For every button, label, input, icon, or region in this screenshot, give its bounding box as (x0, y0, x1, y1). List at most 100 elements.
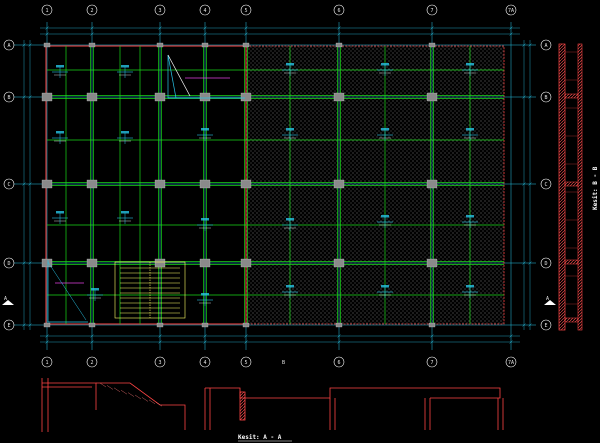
dimension-tick-1-5 (337, 32, 341, 36)
rebar-annotation-tag (381, 285, 389, 288)
grid-bubble-label: 3 (158, 360, 161, 366)
column-7 (41, 92, 53, 102)
grid-bubble-circle (154, 4, 166, 16)
section-b-b-title: Kesit: B - B (592, 166, 599, 210)
dimension-tick-v-1-0 (28, 43, 32, 47)
rebar-annotation-9 (377, 128, 393, 141)
dimension-tick-1-1 (90, 32, 94, 36)
rebar-annotation-5 (52, 131, 68, 144)
section-a-stair-hatch-8 (155, 402, 163, 407)
grid-bubble-label: 7 (430, 8, 433, 14)
rebar-annotation-1 (117, 65, 133, 78)
rebar-annotation-13 (197, 218, 213, 231)
rebar-annotation-10 (462, 128, 478, 141)
column-12 (333, 92, 345, 102)
rebar-annotation-7 (197, 128, 213, 141)
dimension-tick-2-5 (337, 334, 341, 338)
grid-bubble-circle (540, 39, 552, 51)
dimension-tick-v-0-0 (22, 43, 26, 47)
dimension-tick-2-2 (158, 334, 162, 338)
column-16 (154, 179, 166, 189)
grid-bubble-circle (505, 356, 517, 368)
rebar-annotation-6 (117, 131, 133, 144)
section-b-slab-0 (564, 93, 579, 99)
grid-bubble-circle (41, 356, 53, 368)
grid-bubble-row-D-left: D (3, 257, 15, 269)
dimension-tick-v-3-2 (528, 182, 532, 186)
grid-bubble-circle (199, 4, 211, 16)
grid-bubble-label: 2 (90, 360, 93, 366)
rebar-annotation-19 (282, 285, 298, 298)
section-mark-a-right: A (546, 296, 549, 302)
grid-bubble-circle (3, 178, 15, 190)
rebar-annotation-2 (282, 63, 298, 76)
grid-bubble-col-1-bottom: 1 (41, 356, 53, 368)
grid-bubble-col-7-bottom: 7 (426, 356, 438, 368)
dimension-tick-v-2-2 (522, 182, 526, 186)
opening-triangle (167, 54, 245, 99)
grid-bubble-circle (540, 178, 552, 190)
section-a-stair-hatch-5 (134, 394, 142, 400)
dimension-tick-v-3-0 (528, 43, 532, 47)
left-diagonal-detail-2 (47, 261, 87, 321)
grid-bubble-circle (333, 4, 345, 16)
dimension-tick-0-1 (90, 26, 94, 30)
rebar-annotation-0 (52, 65, 68, 78)
grid-bubble-circle (86, 356, 98, 368)
section-mark-b-bottom: B (282, 360, 285, 366)
grid-bubble-row-C-left: C (3, 178, 15, 190)
rebar-annotation-tag (201, 293, 209, 296)
dimension-tick-v-2-0 (522, 43, 526, 47)
column-11 (240, 92, 252, 102)
grid-bubble-label: 6 (337, 360, 340, 366)
rebar-annotation-tag (381, 215, 389, 218)
column-31 (201, 322, 209, 328)
dimension-tick-3-2 (158, 340, 162, 344)
dimension-tick-v-1-2 (28, 182, 32, 186)
dimension-tick-1-4 (244, 32, 248, 36)
section-b-b-drawing (558, 43, 583, 331)
rebar-annotation-tag (56, 65, 64, 68)
grid-bubble-label: 1 (45, 8, 48, 14)
dimension-tick-2-4 (244, 334, 248, 338)
grid-bubble-label: 7 (430, 360, 433, 366)
rebar-annotation-14 (282, 218, 298, 231)
column-18 (240, 179, 252, 189)
column-30 (156, 322, 164, 328)
grid-bubble-col-6-bottom: 6 (333, 356, 345, 368)
dimension-tick-3-0 (45, 340, 49, 344)
grid-bubble-col-3-bottom: 3 (154, 356, 166, 368)
rebar-annotation-tag (121, 211, 129, 214)
column-27 (426, 258, 438, 268)
rebar-annotation-tag (381, 63, 389, 66)
column-15 (86, 179, 98, 189)
section-a-stair-hatch-1 (106, 385, 114, 390)
dimension-tick-v-0-2 (22, 182, 26, 186)
grid-bubble-col-1-top: 1 (41, 4, 53, 16)
rebar-annotation-tag (201, 128, 209, 131)
rebar-annotation-tag (466, 215, 474, 218)
section-a-stair-hatch (99, 382, 163, 407)
dimension-tick-1-3 (203, 32, 207, 36)
grid-bubble-col-7A-top: 7A (505, 4, 517, 16)
grid-bubble-label: 6 (337, 8, 340, 14)
dimension-tick-3-5 (337, 340, 341, 344)
grid-bubble-circle (505, 4, 517, 16)
column-6 (428, 42, 436, 48)
grid-bubble-row-A-left: A (3, 39, 15, 51)
section-a-stair-hatch-7 (148, 399, 156, 404)
grid-bubble-label: E (544, 323, 547, 329)
section-a-stair-hatch-3 (120, 390, 128, 395)
dimension-tick-v-2-1 (522, 95, 526, 99)
grid-bubble-label: A (7, 43, 10, 49)
section-b-slab-3 (564, 317, 579, 323)
rebar-annotation-tag (286, 128, 294, 131)
section-mark-a-left: A (4, 296, 7, 302)
rebar-annotation-15 (377, 215, 393, 228)
grid-bubble-label: A (544, 43, 547, 49)
grid-bubble-row-A-right: A (540, 39, 552, 51)
grid-bubble-row-C-right: C (540, 178, 552, 190)
slab-outline-left (45, 45, 247, 325)
rebar-annotation-20 (377, 285, 393, 298)
